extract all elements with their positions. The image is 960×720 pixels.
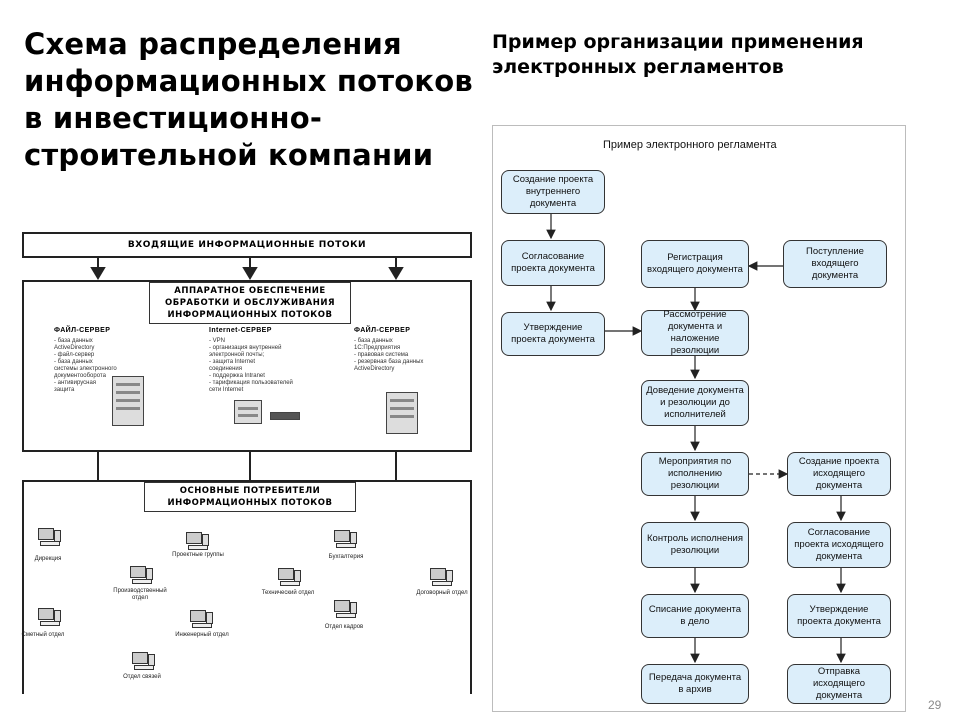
hardware-section-title: АППАРАТНОЕ ОБЕСПЕЧЕНИЕ ОБРАБОТКИ И ОБСЛУ… bbox=[149, 282, 351, 324]
flow-step-review: Рассмотрение документа и наложение резол… bbox=[641, 309, 749, 356]
consumer-project-groups: Проектные группы bbox=[172, 552, 224, 558]
file-server-1-icon bbox=[112, 376, 144, 426]
consumer-comms: Отдел связей bbox=[123, 674, 161, 680]
workstation-icon bbox=[190, 610, 213, 628]
flow-step-approve-draft: Согласование проекта документа bbox=[501, 240, 605, 286]
consumer-direction: Дирекция bbox=[34, 556, 62, 562]
left-slide-title: Схема распределения информационных поток… bbox=[24, 27, 473, 172]
electronic-regulation-flowchart: Пример электронного регламента bbox=[492, 125, 906, 712]
router-icon bbox=[270, 412, 300, 420]
workstation-icon bbox=[132, 652, 155, 670]
server-1-title: ФАЙЛ-СЕРВЕР bbox=[54, 327, 111, 334]
flow-step-send-outgoing: Отправка исходящего документа bbox=[787, 664, 891, 704]
consumers-section-title: ОСНОВНЫЕ ПОТРЕБИТЕЛИ ИНФОРМАЦИОННЫХ ПОТО… bbox=[144, 482, 356, 512]
flowchart-title: Пример электронного регламента bbox=[603, 139, 777, 151]
server-3-items: - база данных 1С:Предприятия - правовая … bbox=[354, 338, 424, 372]
workstation-icon bbox=[334, 600, 357, 618]
consumer-hr: Отдел кадров bbox=[324, 624, 364, 630]
flow-step-create-outgoing: Создание проекта исходящего документа bbox=[787, 452, 891, 496]
server-2-items: - VPN - организация внутренней электронн… bbox=[209, 338, 293, 393]
consumer-production: Производственный отдел bbox=[113, 588, 167, 601]
server-1-items: - база данных ActiveDirectory - файл-сер… bbox=[54, 338, 117, 393]
server-3-title: ФАЙЛ-СЕРВЕР bbox=[354, 327, 411, 334]
workstation-icon bbox=[334, 530, 357, 548]
information-flow-scheme: ВХОДЯЩИЕ ИНФОРМАЦИОННЫЕ ПОТОКИ АППАРАТНО… bbox=[22, 228, 476, 694]
hardware-section: АППАРАТНОЕ ОБЕСПЕЧЕНИЕ ОБРАБОТКИ И ОБСЛУ… bbox=[22, 280, 472, 452]
consumer-estimate: Сметный отдел bbox=[21, 632, 65, 638]
incoming-flows-bar: ВХОДЯЩИЕ ИНФОРМАЦИОННЫЕ ПОТОКИ bbox=[22, 232, 472, 258]
flow-step-deliver: Доведение документа и резолюции до испол… bbox=[641, 380, 749, 426]
flow-step-control: Контроль исполнения резолюции bbox=[641, 522, 749, 568]
file-server-2-icon bbox=[386, 392, 418, 434]
flow-step-confirm-draft: Утверждение проекта документа bbox=[501, 312, 605, 356]
consumer-contract: Договорный отдел bbox=[416, 590, 468, 596]
right-slide-title: Пример организации применения электронны… bbox=[492, 31, 864, 78]
flow-step-receive-incoming: Поступление входящего документа bbox=[783, 240, 887, 288]
internet-server-icon bbox=[234, 400, 262, 424]
workstation-icon bbox=[186, 532, 209, 550]
workstation-icon bbox=[278, 568, 301, 586]
workstation-icon bbox=[430, 568, 453, 586]
flow-step-writeoff: Списание документа в дело bbox=[641, 594, 749, 638]
consumer-engineering: Инженерный отдел bbox=[175, 632, 229, 638]
workstation-icon bbox=[38, 608, 61, 626]
consumer-technical: Технический отдел bbox=[261, 590, 315, 596]
consumer-accounting: Бухгалтерия bbox=[328, 554, 364, 560]
flowchart-arrows bbox=[546, 214, 846, 664]
flow-step-approve-outgoing: Согласование проекта исходящего документ… bbox=[787, 522, 891, 568]
page-number: 29 bbox=[928, 698, 942, 712]
consumers-section: ОСНОВНЫЕ ПОТРЕБИТЕЛИ ИНФОРМАЦИОННЫХ ПОТО… bbox=[22, 480, 472, 694]
flow-step-archive: Передача документа в архив bbox=[641, 664, 749, 704]
flow-step-confirm-outgoing: Утверждение проекта документа bbox=[787, 594, 891, 638]
flow-step-create-internal: Создание проекта внутреннего документа bbox=[501, 170, 605, 214]
flow-step-register-incoming: Регистрация входящего документа bbox=[641, 240, 749, 288]
workstation-icon bbox=[38, 528, 61, 546]
flow-step-measures: Мероприятия по исполнению резолюции bbox=[641, 452, 749, 496]
workstation-icon bbox=[130, 566, 153, 584]
server-2-title: Internet-СЕРВЕР bbox=[209, 327, 272, 334]
